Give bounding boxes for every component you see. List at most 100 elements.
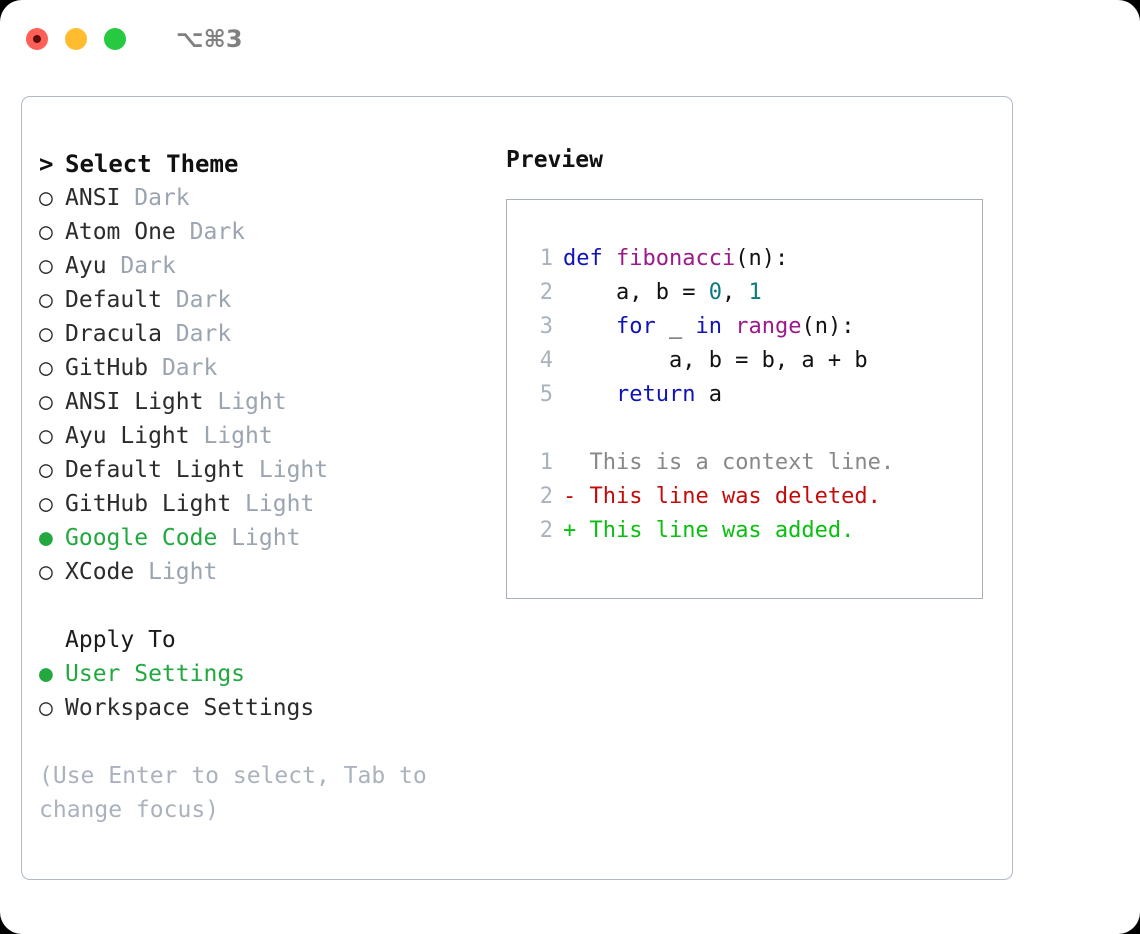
code-token: 0 xyxy=(708,280,722,305)
radio-icon[interactable]: ○ xyxy=(39,253,53,279)
line-number: 1 xyxy=(539,450,553,475)
theme-tag: Light xyxy=(231,525,301,551)
theme-name: Ayu xyxy=(65,253,107,279)
keyboard-hint-text: (Use Enter to select, Tab to change focu… xyxy=(39,763,427,823)
radio-icon[interactable]: ○ xyxy=(39,491,53,517)
code-token: return xyxy=(615,382,696,407)
radio-icon[interactable]: ○ xyxy=(39,185,53,211)
code-token xyxy=(603,246,616,271)
theme-tag: Light xyxy=(258,457,329,483)
prompt-caret-icon: > xyxy=(39,150,54,178)
section-spacer xyxy=(39,589,502,623)
diff-text: This line was added. xyxy=(576,518,855,543)
code-diff-spacer xyxy=(527,412,982,446)
radio-icon-selected[interactable]: ● xyxy=(39,661,53,687)
theme-name: GitHub xyxy=(65,355,149,381)
radio-icon-selected[interactable]: ● xyxy=(39,525,53,551)
code-line: 4 a, b = b, a + b xyxy=(527,344,982,378)
radio-icon[interactable]: ○ xyxy=(39,695,53,721)
theme-name: Default xyxy=(65,287,162,313)
close-button[interactable] xyxy=(26,28,48,50)
title-bar: ⌥⌘3 xyxy=(0,0,1140,78)
radio-icon[interactable]: ○ xyxy=(39,219,53,245)
line-number: 2 xyxy=(539,280,553,305)
theme-tag: Dark xyxy=(175,287,232,313)
maximize-button[interactable] xyxy=(104,28,126,50)
theme-list-item[interactable]: ○ Ayu Dark xyxy=(39,249,502,283)
line-number: 5 xyxy=(539,382,553,407)
theme-list-item[interactable]: ○Atom One Dark xyxy=(39,215,502,249)
theme-list-item[interactable]: ○Dracula Dark xyxy=(39,317,502,351)
diff-text: This line was deleted. xyxy=(576,484,881,509)
apply-to-option-user-settings[interactable]: ● User Settings xyxy=(39,657,502,691)
code-line: 3 for _ in range(n): xyxy=(527,310,982,344)
theme-list-item[interactable]: ○Ayu Light Light xyxy=(39,419,502,453)
theme-list: ○ ANSI Dark ○Atom One Dark ○ Ayu Dark ○ Def… xyxy=(39,181,502,589)
line-number: 4 xyxy=(539,348,553,373)
theme-name: GitHub Light xyxy=(65,491,232,517)
apply-to-option-label: User Settings xyxy=(65,661,246,687)
theme-name: ANSI xyxy=(65,185,121,211)
window-controls xyxy=(26,28,126,50)
diff-sign xyxy=(563,450,576,475)
theme-list-item[interactable]: ○ Default Dark xyxy=(39,283,502,317)
diff-line: 2- This line was deleted. xyxy=(527,480,982,514)
code-line: 5 return a xyxy=(527,378,982,412)
select-theme-title: Select Theme xyxy=(65,150,239,178)
theme-tag: Light xyxy=(217,389,287,415)
code-token: in xyxy=(695,314,722,339)
theme-list-item[interactable]: ○ANSI Dark xyxy=(39,181,502,215)
code-token: range xyxy=(735,314,802,339)
radio-icon[interactable]: ○ xyxy=(39,389,53,415)
radio-icon[interactable]: ○ xyxy=(39,321,53,347)
code-token: , xyxy=(721,280,749,305)
theme-list-item[interactable]: ○ XCode Light xyxy=(39,555,502,589)
diff-text: This is a context line. xyxy=(576,450,895,475)
code-token: def xyxy=(563,246,603,271)
code-token: a xyxy=(695,382,722,407)
code-token xyxy=(563,382,616,407)
theme-name: Default Light xyxy=(65,457,246,483)
theme-list-item[interactable]: ○ GitHub Dark xyxy=(39,351,502,385)
radio-icon[interactable]: ○ xyxy=(39,457,53,483)
theme-list-item-selected[interactable]: ●Google Code Light xyxy=(39,521,502,555)
minimize-button[interactable] xyxy=(65,28,87,50)
theme-tag: Light xyxy=(148,559,218,585)
code-token: (n): xyxy=(801,314,855,339)
code-token: a, b = xyxy=(563,280,709,305)
radio-icon[interactable]: ○ xyxy=(39,423,53,449)
radio-icon[interactable]: ○ xyxy=(39,355,53,381)
theme-tag: Dark xyxy=(161,355,218,381)
select-theme-header: > Select Theme xyxy=(39,147,502,181)
code-token: a, b = b, a + b xyxy=(563,348,868,373)
theme-name: Dracula xyxy=(65,321,162,347)
theme-name: XCode xyxy=(65,559,135,585)
radio-icon[interactable]: ○ xyxy=(39,559,53,585)
apply-to-heading: Apply To xyxy=(65,627,176,653)
apply-to-options: ● User Settings ○Workspace Settings xyxy=(39,657,502,725)
theme-name: ANSI Light xyxy=(65,389,204,415)
line-number: 3 xyxy=(539,314,553,339)
theme-tag: Light xyxy=(245,491,315,517)
theme-list-item[interactable]: ○ ANSI Light Light xyxy=(39,385,502,419)
diff-line: 1 This is a context line. xyxy=(527,446,982,480)
keyboard-shortcut-label: ⌥⌘3 xyxy=(176,25,243,53)
radio-icon[interactable]: ○ xyxy=(39,287,53,313)
code-token: (n): xyxy=(735,246,789,271)
theme-list-item[interactable]: ○ GitHub Light Light xyxy=(39,487,502,521)
code-token xyxy=(563,314,616,339)
diff-line: 2+ This line was added. xyxy=(527,514,982,548)
theme-tag: Dark xyxy=(189,219,246,245)
code-token xyxy=(722,314,735,339)
theme-list-item[interactable]: ○ Default Light Light xyxy=(39,453,502,487)
code-line: 2 a, b = 0, 1 xyxy=(527,276,982,310)
theme-tag: Light xyxy=(203,423,273,449)
theme-tag: Dark xyxy=(120,253,176,279)
code-token: 1 xyxy=(748,280,762,305)
apply-to-option-workspace-settings[interactable]: ○Workspace Settings xyxy=(39,691,502,725)
code-token: _ xyxy=(655,314,696,339)
